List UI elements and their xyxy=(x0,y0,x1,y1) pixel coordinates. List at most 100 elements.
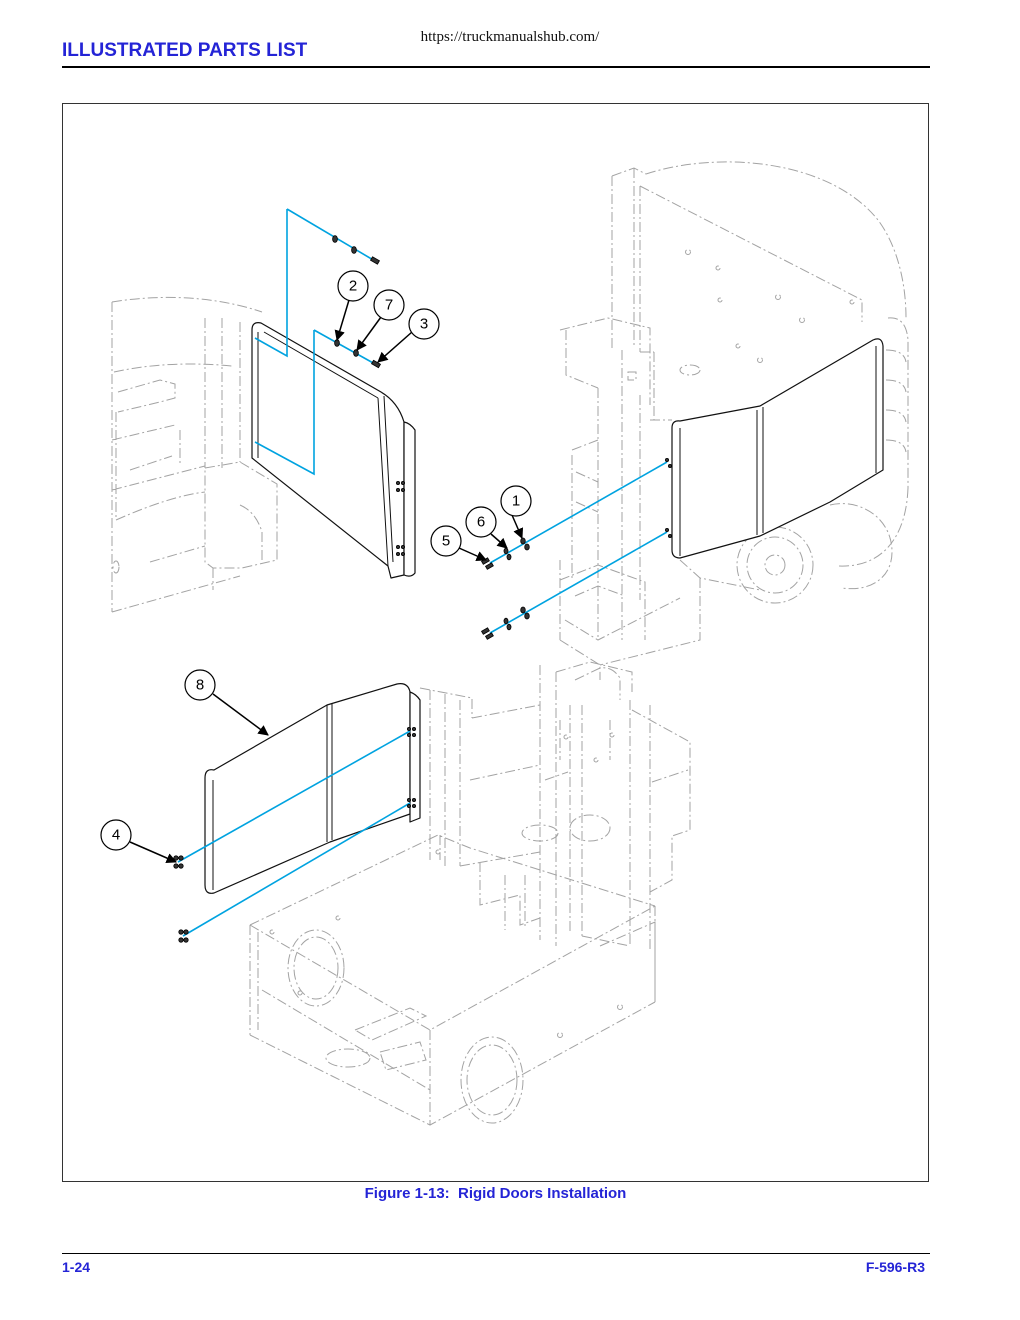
phantom-hole xyxy=(609,732,615,738)
callout-balloon xyxy=(100,819,132,851)
hinge-hole xyxy=(395,487,400,492)
hinge-hole xyxy=(395,552,400,557)
phantom-hole xyxy=(563,734,569,740)
phantom-hole xyxy=(685,249,691,255)
phantom-truck-rear-body xyxy=(559,161,909,680)
callout-number: 3 xyxy=(420,316,428,333)
callout-balloon xyxy=(500,485,532,517)
leader-line xyxy=(254,209,288,358)
callout-number: 5 xyxy=(442,533,450,550)
figure-caption: Figure 1-13: Rigid Doors Installation xyxy=(364,1185,627,1202)
callout-6: 6 xyxy=(465,506,497,538)
figure-frame: 2 7 3 1 6 5 8 4 xyxy=(62,103,929,1182)
leader-line xyxy=(286,208,376,262)
hinge-hole xyxy=(668,534,673,539)
hinge-hole xyxy=(406,733,411,738)
phantom-hole xyxy=(715,265,721,271)
rigid-door-upper-left xyxy=(251,322,416,579)
leader-line xyxy=(313,329,376,365)
door-fold-lines xyxy=(257,331,394,567)
washer xyxy=(332,235,338,243)
phantom-hole xyxy=(717,297,723,303)
door-hinge-flange xyxy=(403,421,416,577)
nut xyxy=(520,606,526,614)
rigid-door-installed-right xyxy=(671,338,884,559)
bolt xyxy=(369,256,381,265)
leader-line xyxy=(254,330,315,476)
phantom-hole xyxy=(757,357,763,363)
callout-balloon xyxy=(337,270,369,302)
nut xyxy=(173,863,179,869)
hinge-hole xyxy=(411,727,416,732)
phantom-wheel-opening xyxy=(293,936,339,1000)
phantom-opening xyxy=(325,1048,371,1068)
nut xyxy=(178,937,184,943)
callout-4: 4 xyxy=(100,819,132,851)
hinge-hardware-right-lower xyxy=(480,528,673,640)
leader-line xyxy=(489,531,668,634)
leader-line xyxy=(489,461,668,564)
callout-7: 7 xyxy=(373,289,405,321)
phantom-upper-left-frame xyxy=(111,296,278,613)
phantom-chassis-frame xyxy=(249,834,656,1126)
phantom-line xyxy=(559,161,909,680)
leader-line xyxy=(182,802,411,937)
phantom-hole xyxy=(269,929,275,935)
hinge-hole xyxy=(406,798,411,803)
source-url: https://truckmanualshub.com/ xyxy=(420,29,600,45)
washer xyxy=(506,553,512,561)
rigid-doors-exploded-diagram: 2 7 3 1 6 5 8 4 xyxy=(100,161,909,1126)
hinge-hole xyxy=(400,552,405,557)
door-fold-lines xyxy=(679,346,877,556)
bolt xyxy=(370,359,382,369)
callout-arrow-4 xyxy=(129,841,177,864)
section-title: ILLUSTRATED PARTS LIST xyxy=(62,40,308,61)
hinge-hardware-upper-middle xyxy=(334,339,382,369)
nut xyxy=(173,855,179,861)
phantom-line xyxy=(419,661,691,1002)
assembly-leader-lines xyxy=(177,208,668,937)
callout-1: 1 xyxy=(500,485,532,517)
nut xyxy=(178,929,184,935)
document-number: F-596-R3 xyxy=(865,1259,925,1275)
phantom-wheel-opening xyxy=(287,929,345,1007)
callout-balloon xyxy=(373,289,405,321)
leader-line xyxy=(177,730,411,863)
phantom-hole xyxy=(849,299,855,305)
washer xyxy=(506,623,512,631)
callout-3: 3 xyxy=(408,308,440,340)
hinge-hole xyxy=(400,487,405,492)
hinge-hardware-upper-top xyxy=(332,235,381,265)
hinge-holes-upper-left-door xyxy=(395,480,405,557)
hinge-hole xyxy=(411,804,416,809)
callout-balloon xyxy=(184,669,216,701)
phantom-hole xyxy=(735,343,741,349)
hinge-hole xyxy=(395,545,400,550)
phantom-hole xyxy=(593,757,599,763)
phantom-hole xyxy=(557,1032,563,1038)
hinge-hole xyxy=(411,733,416,738)
callout-arrows xyxy=(129,299,524,864)
callout-number: 6 xyxy=(477,514,485,531)
phantom-hole xyxy=(435,849,441,855)
washer xyxy=(503,617,509,625)
callout-balloon xyxy=(430,525,462,557)
phantom-wheel xyxy=(746,536,804,594)
callout-balloon xyxy=(408,308,440,340)
page-number: 1-24 xyxy=(62,1259,91,1275)
nut xyxy=(183,937,189,943)
phantom-hole xyxy=(775,294,781,300)
hinge-hardware-right-upper xyxy=(480,457,673,570)
phantom-slot xyxy=(679,364,701,376)
phantom-opening xyxy=(569,814,611,842)
nut xyxy=(524,543,530,551)
hinge-hole xyxy=(665,528,670,533)
callout-balloon xyxy=(465,506,497,538)
washer xyxy=(334,339,340,347)
nut xyxy=(520,537,526,545)
nut xyxy=(178,855,184,861)
hinge-hole xyxy=(400,545,405,550)
callout-number: 1 xyxy=(512,493,520,510)
phantom-opening xyxy=(521,824,559,842)
phantom-wheel xyxy=(736,526,814,604)
